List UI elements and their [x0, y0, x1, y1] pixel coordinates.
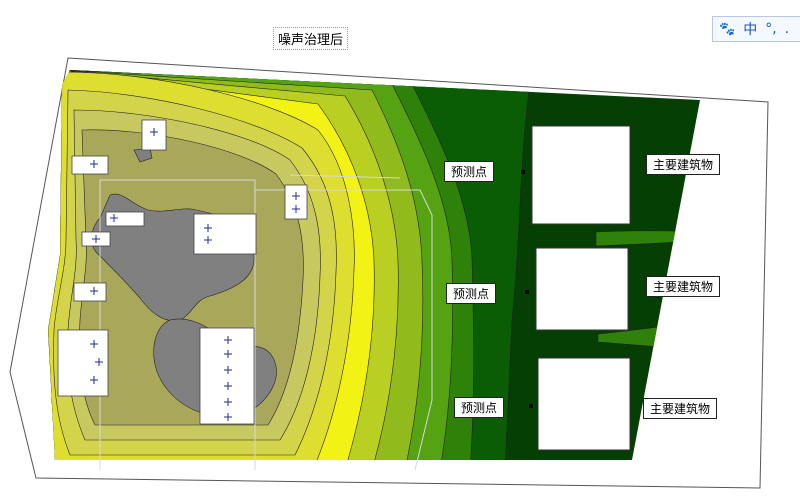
- building-3: [537, 357, 631, 451]
- prediction-point-label-2: 预测点: [446, 283, 497, 304]
- building-label-1: 主要建筑物: [646, 154, 721, 175]
- green-finger-1: [595, 230, 700, 247]
- grid-outlines: [99, 174, 433, 471]
- equipment-boxes: [57, 119, 308, 425]
- page-title: 噪声治理后: [273, 27, 349, 50]
- building-1: [531, 125, 631, 225]
- equipment-plus-marks: [90, 128, 300, 421]
- ime-toolbar[interactable]: 🐾 中 °, .: [712, 16, 800, 42]
- paw-icon[interactable]: 🐾: [719, 21, 736, 37]
- building-label-2: 主要建筑物: [646, 276, 721, 297]
- prediction-markers: [521, 170, 533, 408]
- building-2: [535, 247, 629, 331]
- ime-punct[interactable]: °,: [765, 21, 777, 37]
- prediction-point-label-3: 预测点: [454, 397, 505, 418]
- ime-mode-char[interactable]: 中: [743, 22, 758, 38]
- ime-extra[interactable]: .: [784, 21, 790, 37]
- prediction-point-label-1: 预测点: [444, 161, 495, 182]
- building-label-3: 主要建筑物: [643, 398, 718, 419]
